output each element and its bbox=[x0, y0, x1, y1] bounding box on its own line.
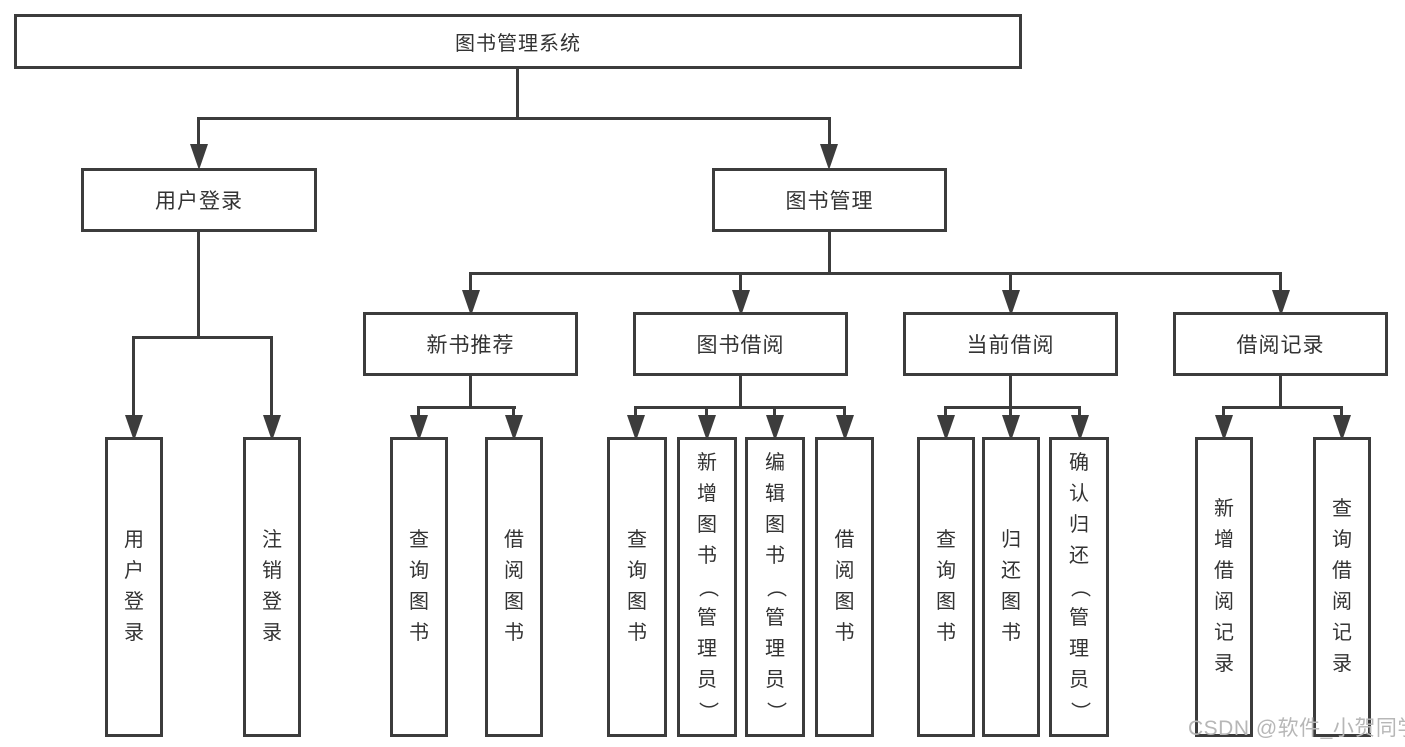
arrow-to-leaf-add-record-icon bbox=[1215, 415, 1233, 441]
connector-shaft-l5 bbox=[634, 406, 637, 418]
leaf-borrow-books: 借阅图书 bbox=[815, 437, 874, 737]
connector-shaft-book-borrowing bbox=[739, 272, 742, 292]
node-borrowing-records: 借阅记录 bbox=[1173, 312, 1388, 376]
connector-new-book-hline bbox=[417, 406, 516, 409]
node-new-book-recommend: 新书推荐 bbox=[363, 312, 578, 376]
leaf-confirm-return-admin: 确认归还（管理员） bbox=[1049, 437, 1109, 737]
arrow-to-leaf-confirm-return-icon bbox=[1071, 415, 1089, 441]
arrow-to-leaf-logout-icon bbox=[263, 415, 281, 441]
connector-shaft-borrowing-records bbox=[1279, 272, 1282, 292]
node-current-borrowing: 当前借阅 bbox=[903, 312, 1118, 376]
leaf-query-borrow-record: 查询借阅记录 bbox=[1313, 437, 1371, 737]
connector-shaft-l13 bbox=[1340, 406, 1343, 418]
node-root-system: 图书管理系统 bbox=[14, 14, 1022, 69]
leaf-borrow-books-recommend: 借阅图书 bbox=[485, 437, 543, 737]
connector-book-management-stub bbox=[828, 232, 831, 275]
connector-shaft-new-book bbox=[469, 272, 472, 292]
arrow-to-book-borrowing-icon bbox=[732, 290, 750, 316]
connector-current-borrowing-stub bbox=[1009, 376, 1012, 409]
connector-shaft-l11 bbox=[1078, 406, 1081, 418]
connector-shaft-l4 bbox=[512, 406, 515, 418]
connector-root-stub bbox=[516, 66, 519, 118]
connector-current-borrowing-hline bbox=[944, 406, 1081, 409]
leaf-return-books: 归还图书 bbox=[982, 437, 1040, 737]
arrow-to-leaf-login-icon bbox=[125, 415, 143, 441]
arrow-to-user-login-icon bbox=[190, 144, 208, 170]
connector-shaft-current-borrowing bbox=[1009, 272, 1012, 292]
node-user-login: 用户登录 bbox=[81, 168, 317, 232]
connector-shaft-l7 bbox=[773, 406, 776, 418]
connector-shaft-l12 bbox=[1222, 406, 1225, 418]
leaf-add-borrow-record: 新增借阅记录 bbox=[1195, 437, 1253, 737]
leaf-query-books-borrowing: 查询图书 bbox=[607, 437, 667, 737]
connector-shaft-l6 bbox=[705, 406, 708, 418]
arrow-to-leaf-query-record-icon bbox=[1333, 415, 1351, 441]
connector-borrowing-records-stub bbox=[1279, 376, 1282, 409]
connector-book-borrowing-hline bbox=[634, 406, 846, 409]
connector-shaft-user-login bbox=[197, 117, 200, 147]
connector-book-borrowing-stub bbox=[739, 376, 742, 409]
connector-shaft-l9 bbox=[944, 406, 947, 418]
node-book-management: 图书管理 bbox=[712, 168, 947, 232]
connector-shaft-l10 bbox=[1009, 406, 1012, 418]
arrow-to-leaf-borrow-books-icon bbox=[836, 415, 854, 441]
leaf-query-books-recommend: 查询图书 bbox=[390, 437, 448, 737]
connector-new-book-stub bbox=[469, 376, 472, 409]
csdn-watermark: CSDN @软件_小贺同学 bbox=[1188, 717, 1405, 740]
connector-borrowing-records-hline bbox=[1222, 406, 1343, 409]
leaf-add-book-admin: 新增图书（管理员） bbox=[677, 437, 737, 737]
connector-shaft-book-management bbox=[828, 117, 831, 147]
arrow-to-leaf-edit-book-icon bbox=[766, 415, 784, 441]
arrow-to-new-book-icon bbox=[462, 290, 480, 316]
connector-shaft-leaf-logout bbox=[270, 336, 273, 418]
connector-level3-hline bbox=[469, 272, 1282, 275]
connector-user-login-stub bbox=[197, 232, 200, 339]
arrow-to-borrowing-records-icon bbox=[1272, 290, 1290, 316]
connector-shaft-l3 bbox=[417, 406, 420, 418]
leaf-query-books-current: 查询图书 bbox=[917, 437, 975, 737]
arrow-to-leaf-query-borrowing-icon bbox=[627, 415, 645, 441]
connector-level2-hline bbox=[197, 117, 831, 120]
arrow-to-current-borrowing-icon bbox=[1002, 290, 1020, 316]
connector-shaft-l8 bbox=[843, 406, 846, 418]
arrow-to-leaf-return-books-icon bbox=[1002, 415, 1020, 441]
arrow-to-leaf-query-recommend-icon bbox=[410, 415, 428, 441]
leaf-logout: 注销登录 bbox=[243, 437, 301, 737]
node-book-borrowing: 图书借阅 bbox=[633, 312, 848, 376]
arrow-to-leaf-borrow-recommend-icon bbox=[505, 415, 523, 441]
connector-shaft-leaf-login bbox=[132, 336, 135, 418]
arrow-to-leaf-query-current-icon bbox=[937, 415, 955, 441]
arrow-to-book-management-icon bbox=[820, 144, 838, 170]
connector-user-login-hline bbox=[132, 336, 273, 339]
leaf-user-login: 用户登录 bbox=[105, 437, 163, 737]
leaf-edit-book-admin: 编辑图书（管理员） bbox=[745, 437, 805, 737]
arrow-to-leaf-add-book-icon bbox=[698, 415, 716, 441]
